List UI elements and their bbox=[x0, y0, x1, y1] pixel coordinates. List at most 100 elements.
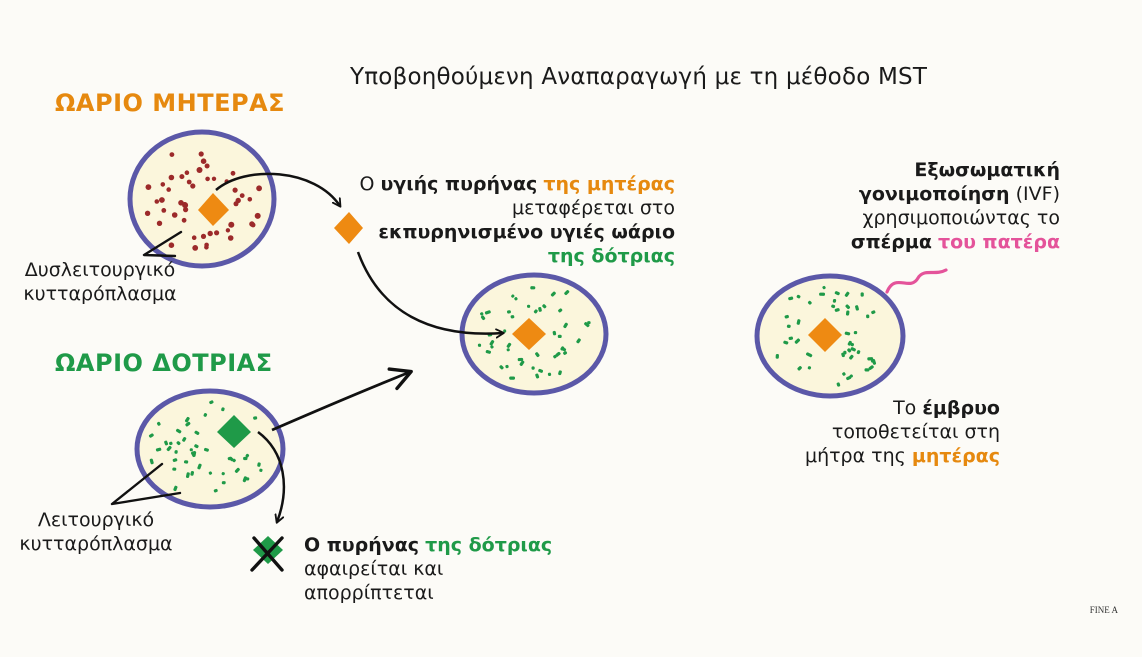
cytoplasm-dot bbox=[186, 179, 192, 185]
donor-egg-label: ΩΑΡΙΟ ΔΟΤΡΙΑΣ bbox=[55, 349, 273, 377]
cytoplasm-dot bbox=[234, 467, 240, 473]
donor-functional-cytoplasm-dots bbox=[148, 400, 263, 493]
cytoplasm-dot bbox=[172, 467, 177, 471]
cytoplasm-dot bbox=[834, 308, 840, 312]
donor-nucleus bbox=[217, 415, 251, 448]
cytoplasm-dot bbox=[235, 197, 241, 204]
cytoplasm-dot bbox=[845, 310, 850, 316]
cytoplasm-dot bbox=[533, 309, 538, 314]
cytoplasm-dot bbox=[198, 151, 204, 157]
cytoplasm-dot bbox=[182, 437, 187, 442]
cytoplasm-dot bbox=[194, 430, 200, 435]
cytoplasm-dot bbox=[148, 433, 154, 438]
embryo-nucleus bbox=[808, 318, 842, 352]
cytoplasm-dot bbox=[221, 407, 225, 412]
cytoplasm-dot bbox=[845, 304, 851, 310]
cytoplasm-dot bbox=[200, 158, 207, 164]
cytoplasm-dot bbox=[564, 290, 570, 296]
cytoplasm-dot bbox=[253, 416, 258, 420]
cytoplasm-dot bbox=[844, 291, 850, 297]
cytoplasm-dot bbox=[173, 485, 178, 492]
cytoplasm-dot bbox=[156, 220, 163, 226]
cytoplasm-dot bbox=[806, 352, 811, 357]
cytoplasm-dot bbox=[176, 441, 181, 446]
cytoplasm-dot bbox=[847, 348, 852, 353]
cytoplasm-dot bbox=[172, 458, 178, 462]
ivf-description: Εξωσωματική γονιμοποίηση (IVF) χρησιμοπο… bbox=[850, 159, 1060, 253]
cytoplasm-dot bbox=[841, 352, 845, 358]
cytoplasm-dot bbox=[225, 228, 231, 233]
embryo-cytoplasm-dots bbox=[775, 285, 877, 387]
pointer-functional-cytoplasm bbox=[110, 462, 182, 506]
cytoplasm-dot bbox=[184, 170, 190, 175]
dysfunctional-cytoplasm-label: Δυσλειτουργικό κυτταρόπλασμα bbox=[23, 259, 177, 305]
cytoplasm-dot bbox=[853, 330, 858, 335]
cytoplasm-dot bbox=[822, 285, 826, 290]
cytoplasm-dot bbox=[535, 352, 540, 357]
cytoplasm-dot bbox=[846, 375, 852, 381]
cytoplasm-dot bbox=[511, 294, 515, 298]
cytoplasm-dot bbox=[190, 451, 196, 458]
cytoplasm-dot bbox=[189, 448, 193, 452]
cytoplasm-dot bbox=[558, 308, 563, 313]
cytoplasm-dot bbox=[505, 364, 509, 369]
arrow-nucleus-transfer bbox=[356, 251, 503, 334]
cytoplasm-dot bbox=[866, 314, 870, 319]
cytoplasm-dot bbox=[204, 163, 210, 169]
cytoplasm-dot bbox=[221, 472, 225, 476]
cytoplasm-dot bbox=[155, 447, 162, 452]
cytoplasm-dot bbox=[190, 470, 195, 476]
cytoplasm-dot bbox=[489, 340, 495, 346]
cytoplasm-dot bbox=[477, 343, 482, 347]
mother-dysfunctional-cytoplasm-dots bbox=[144, 151, 262, 251]
cytoplasm-dot bbox=[203, 413, 208, 417]
cytoplasm-dot bbox=[555, 352, 560, 357]
cytoplasm-dot bbox=[232, 187, 238, 193]
cytoplasm-dot bbox=[213, 488, 218, 493]
cytoplasm-dot bbox=[788, 336, 794, 341]
sperm-icon bbox=[885, 268, 948, 294]
cytoplasm-dot bbox=[868, 365, 874, 370]
cytoplasm-dot bbox=[797, 366, 802, 371]
cytoplasm-dot bbox=[783, 340, 789, 345]
cytoplasm-dot bbox=[247, 197, 253, 202]
cytoplasm-dot bbox=[209, 400, 214, 405]
cytoplasm-dot bbox=[171, 212, 178, 218]
reconstructed-egg bbox=[459, 272, 609, 396]
cytoplasm-dot bbox=[191, 235, 197, 240]
donor-egg bbox=[134, 388, 286, 510]
cytoplasm-dot bbox=[844, 331, 851, 336]
cytoplasm-dot bbox=[796, 294, 801, 299]
cytoplasm-dot bbox=[535, 373, 540, 379]
cytoplasm-dot bbox=[550, 291, 556, 297]
cytoplasm-dot bbox=[499, 365, 504, 370]
cytoplasm-dot bbox=[860, 292, 864, 297]
cytoplasm-dot bbox=[168, 174, 175, 181]
embryo-description: Το έμβρυο τοποθετείται στη μήτρα της μητ… bbox=[804, 397, 1000, 467]
cytoplasm-dot bbox=[184, 416, 190, 423]
cytoplasm-dot bbox=[250, 222, 256, 228]
mother-nucleus bbox=[198, 193, 229, 226]
cytoplasm-dot bbox=[232, 458, 236, 463]
cytoplasm-dot bbox=[786, 324, 791, 328]
mother-egg-label: ΩΑΡΙΟ ΜΗΤΕΡΑΣ bbox=[55, 89, 286, 117]
cytoplasm-dot bbox=[796, 319, 801, 325]
cytoplasm-dot bbox=[211, 176, 217, 181]
cytoplasm-dot bbox=[855, 305, 859, 311]
cytoplasm-dot bbox=[168, 242, 175, 248]
functional-cytoplasm-label: Λειτουργικό κυτταρόπλασμα bbox=[19, 509, 173, 555]
cytoplasm-dot bbox=[850, 347, 856, 352]
cytoplasm-dot bbox=[836, 382, 841, 387]
cytoplasm-dot bbox=[775, 353, 779, 359]
cytoplasm-dot bbox=[576, 338, 581, 344]
cytoplasm-dot bbox=[192, 245, 199, 251]
cytoplasm-dot bbox=[517, 357, 524, 362]
discard-x-icon bbox=[250, 536, 284, 572]
cytoplasm-dot bbox=[834, 291, 840, 296]
cytoplasm-dot bbox=[221, 481, 226, 485]
cytoplasm-dot bbox=[856, 350, 861, 355]
cytoplasm-dot bbox=[149, 458, 154, 465]
cytoplasm-dot bbox=[807, 366, 812, 370]
discard-description: Ο πυρήνας της δότριας αφαιρείται και απο… bbox=[304, 534, 553, 604]
